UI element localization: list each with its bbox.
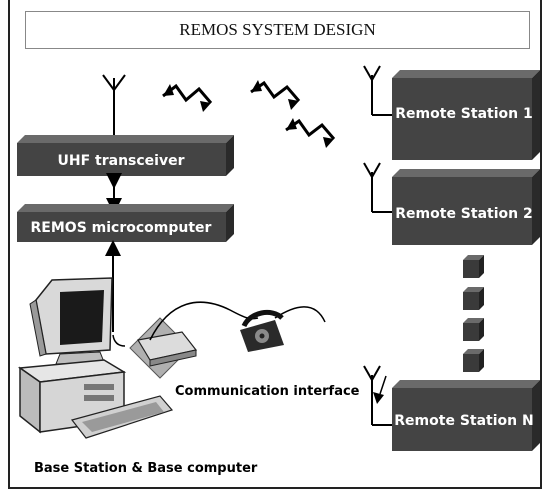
communication-interface-label: Communication interface	[175, 384, 360, 399]
modem-icon	[129, 317, 198, 379]
remote-station-n-box: Remote Station N	[392, 380, 540, 451]
frame-bottom-border	[8, 487, 542, 489]
remote-station-1-antenna-icon	[363, 65, 392, 116]
wireless-signal-icon	[162, 80, 336, 140]
base-station-caption: Base Station & Base computer	[34, 461, 258, 476]
remote-station-2-antenna-icon	[363, 162, 392, 213]
frame-right-border	[540, 0, 542, 489]
remote-station-1-label: Remote Station 1	[395, 106, 532, 122]
remos-microcomputer-box: REMOS microcomputer	[17, 204, 234, 242]
telephone-icon	[240, 309, 284, 352]
remote-station-n-antenna-icon	[363, 365, 392, 426]
diagram-title: REMOS SYSTEM DESIGN	[25, 11, 530, 49]
ellipsis-block	[463, 318, 484, 341]
station-ellipsis-blocks	[463, 255, 484, 372]
frame-left-border	[8, 0, 10, 489]
ellipsis-block	[463, 255, 484, 278]
ellipsis-block	[463, 287, 484, 310]
uhf-transceiver-label: UHF transceiver	[58, 153, 185, 169]
interface-to-station-arrow	[373, 375, 387, 404]
remote-station-2-label: Remote Station 2	[395, 206, 532, 222]
base-computer-icon	[17, 277, 174, 439]
remote-station-2-box: Remote Station 2	[392, 169, 540, 245]
ellipsis-block	[463, 349, 484, 372]
remote-station-1-box: Remote Station 1	[392, 70, 540, 160]
base-antenna-icon	[102, 74, 126, 143]
remos-microcomputer-label: REMOS microcomputer	[31, 220, 212, 236]
remote-station-n-label: Remote Station N	[394, 413, 533, 429]
uhf-transceiver-box: UHF transceiver	[17, 135, 234, 176]
signal-arrowheads	[163, 80, 334, 148]
